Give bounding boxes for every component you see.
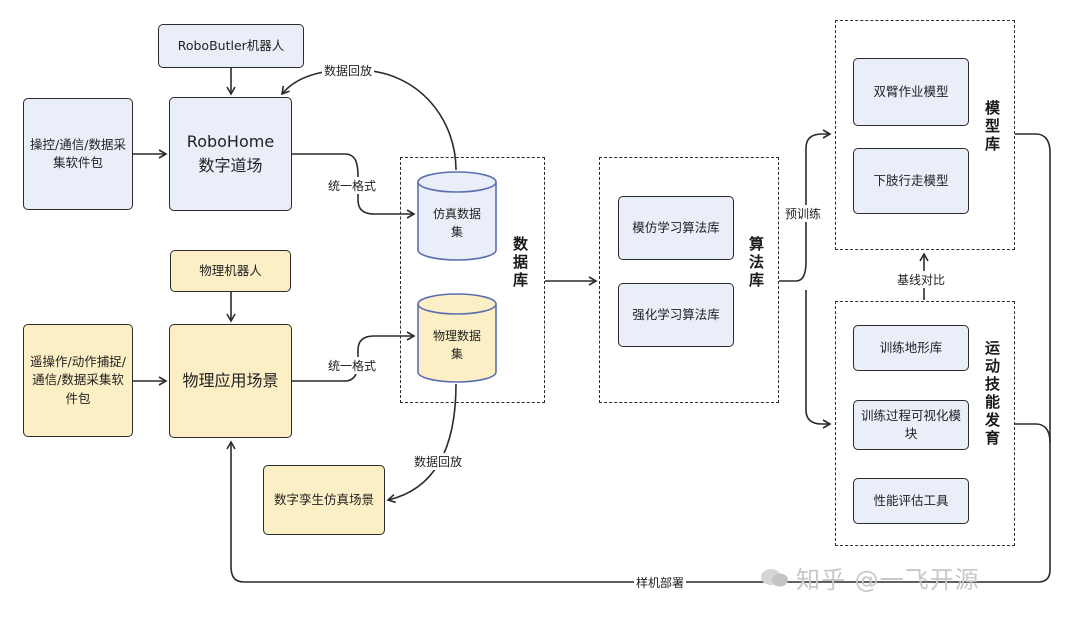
wechat-icon [761, 569, 788, 587]
database-group [400, 157, 545, 403]
digital-twin-scene-box: 数字孪生仿真场景 [263, 465, 385, 535]
edge-label-pretrain: 预训练 [783, 205, 824, 222]
sim-software-package: 操控/通信/数据采集软件包 [23, 98, 133, 210]
model-group [835, 20, 1015, 250]
motor-skill-group-label: 运动技能发育 [983, 340, 1001, 448]
physical-software-package-label: 遥操作/动作捕捉/通信/数据采集软件包 [30, 354, 126, 406]
edge-label-replay-top: 数据回放 [322, 62, 375, 79]
dual-arm-model-label: 双臂作业模型 [873, 83, 949, 99]
digital-twin-scene-label: 数字孪生仿真场景 [273, 491, 374, 507]
sim-dataset-label: 仿真数据 集 [419, 205, 495, 241]
robohome-box: RoboHome 数字道场 [169, 97, 292, 211]
performance-eval-tool: 性能评估工具 [853, 478, 969, 524]
sim-dataset-label-line2: 集 [450, 225, 463, 239]
algorithm-group [599, 157, 779, 403]
edge-deploy [226, 440, 1038, 583]
motor-skill-group [835, 301, 1015, 546]
algorithm-group-label: 算法库 [747, 236, 765, 290]
database-group-label: 数据库 [511, 236, 529, 290]
reinforcement-learning-lib-label: 强化学习算法库 [632, 306, 720, 322]
sim-software-package-label: 操控/通信/数据采集软件包 [30, 136, 126, 170]
robohome-title: RoboHome [186, 132, 275, 151]
watermark: 知乎 @一飞开源 [796, 566, 980, 594]
edge-label-unify-bottom: 统一格式 [326, 357, 379, 374]
reinforcement-learning-lib: 强化学习算法库 [618, 283, 734, 347]
physical-scene-box: 物理应用场景 [169, 324, 292, 438]
model-group-label: 模型库 [983, 100, 1001, 154]
edge-model-loop [1015, 133, 1051, 583]
performance-eval-tool-label: 性能评估工具 [873, 492, 949, 508]
sim-dataset-label-line1: 仿真数据 [432, 207, 481, 221]
imitation-learning-lib-label: 模仿学习算法库 [632, 219, 720, 235]
robohome-subtitle: 数字道场 [198, 156, 263, 175]
imitation-learning-lib: 模仿学习算法库 [618, 196, 734, 260]
physical-software-package: 遥操作/动作捕捉/通信/数据采集软件包 [23, 324, 133, 437]
edge-label-deploy: 样机部署 [634, 574, 687, 591]
visualization-module: 训练过程可视化模块 [853, 400, 969, 450]
physical-robot-box: 物理机器人 [170, 250, 291, 292]
edge-physscene-physdata [292, 331, 416, 382]
edge-label-replay-bottom: 数据回放 [412, 453, 465, 470]
physical-dataset-label: 物理数据 集 [419, 327, 495, 363]
edge-motorskill-loop [1015, 423, 1051, 443]
edge-replay-top [280, 68, 457, 171]
edge-label-baseline: 基线对比 [895, 271, 948, 288]
visualization-module-label: 训练过程可视化模块 [860, 407, 961, 441]
physical-robot-label: 物理机器人 [199, 262, 262, 278]
edge-label-unify-top: 统一格式 [326, 177, 379, 194]
lower-limb-model: 下肢行走模型 [853, 148, 969, 214]
robobutler-box: RoboButler机器人 [158, 24, 304, 68]
lower-limb-model-label: 下肢行走模型 [873, 172, 949, 188]
terrain-library: 训练地形库 [853, 325, 969, 371]
physical-dataset-cylinder [417, 293, 497, 383]
terrain-library-label: 训练地形库 [879, 339, 943, 355]
physical-dataset-label-line1: 物理数据 [432, 329, 481, 343]
robobutler-label: RoboButler机器人 [177, 37, 285, 53]
edge-algorithm-motorskill [805, 290, 832, 429]
dual-arm-model: 双臂作业模型 [853, 58, 969, 126]
physical-scene-label: 物理应用场景 [182, 371, 279, 390]
physical-dataset-label-line2: 集 [450, 347, 463, 361]
sim-dataset-cylinder [417, 171, 497, 261]
